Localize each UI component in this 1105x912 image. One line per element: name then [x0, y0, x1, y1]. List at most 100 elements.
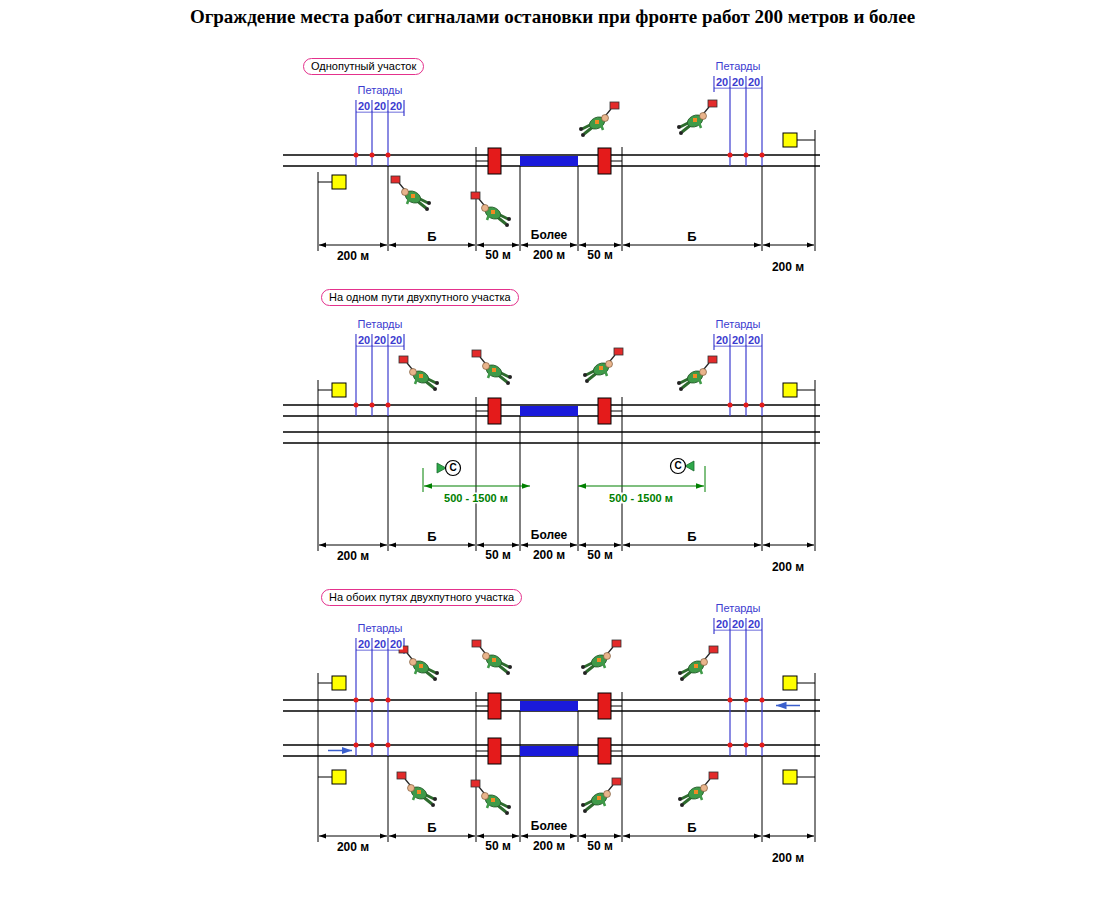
boot — [507, 805, 511, 809]
vest — [491, 798, 495, 802]
post-line — [815, 380, 816, 551]
flag-stick — [405, 779, 415, 791]
signal-stub — [611, 706, 622, 707]
red-flag — [612, 778, 621, 785]
petard-dot — [760, 403, 765, 408]
extension-line — [520, 166, 521, 251]
dimension-line — [477, 245, 519, 246]
extension-line — [520, 711, 521, 842]
red-stop-signal — [598, 693, 611, 719]
title: Ограждение места работ сигналами останов… — [190, 6, 915, 27]
flag-stick — [479, 787, 489, 799]
petard-spacing: 20 — [731, 77, 745, 88]
signal-stub — [476, 751, 488, 752]
red-flag — [709, 646, 718, 653]
dimension-label: 50 м — [484, 249, 512, 261]
boot — [435, 671, 439, 675]
boot — [435, 381, 439, 385]
extension-line — [578, 416, 579, 551]
red-stop-signal — [488, 693, 501, 719]
dimension-label: 200 м — [532, 549, 566, 561]
yellow-signal — [332, 383, 346, 397]
petard-label: Петарды — [715, 61, 762, 72]
whistle-sign — [446, 461, 461, 476]
petard-spacing: 20 — [373, 639, 387, 650]
petard-dot — [760, 743, 765, 748]
petard-dot — [728, 403, 733, 408]
flagman-figure — [581, 778, 621, 813]
head — [482, 205, 489, 212]
dimension-line — [521, 245, 577, 246]
extension-line — [622, 692, 623, 842]
whistle-pointer — [437, 463, 446, 473]
dimension-line — [623, 836, 761, 837]
boot — [506, 381, 510, 385]
boot — [680, 803, 684, 807]
arm — [602, 798, 605, 806]
petard-spacing: 20 — [731, 335, 745, 346]
dimension-label: 50 м — [484, 549, 512, 561]
whistle-letter: С — [673, 461, 682, 471]
head — [482, 793, 489, 800]
vest — [693, 118, 697, 122]
red-flag — [391, 176, 400, 183]
section-header: Однопутный участок — [303, 58, 424, 75]
flag-stick — [407, 653, 417, 665]
vest — [491, 210, 495, 214]
petard-bracket — [356, 649, 404, 650]
dimension-label: 50 м — [586, 840, 614, 852]
petard-line — [355, 638, 356, 756]
dimension-label: 200 м — [771, 561, 805, 573]
dimension-line — [319, 545, 387, 546]
dimension-line — [389, 836, 475, 837]
dimension-line — [319, 836, 387, 837]
dimension-label: Б — [686, 530, 697, 543]
boot — [677, 125, 681, 129]
head — [408, 785, 415, 792]
flagman-figure — [677, 100, 717, 135]
dimension-line — [578, 485, 704, 486]
yellow-signal — [783, 383, 797, 397]
signal-stub — [611, 161, 622, 162]
dimension-tick — [423, 468, 424, 492]
dimension-line — [477, 545, 519, 546]
signal-stub — [611, 751, 622, 752]
work-zone-bar — [520, 156, 578, 166]
petard-dot — [370, 153, 375, 158]
distance-label: 500 - 1500 м — [443, 493, 509, 504]
flag-stick — [479, 199, 489, 211]
post-line — [318, 172, 319, 251]
dimension-label: Б — [426, 530, 437, 543]
vest — [597, 796, 601, 800]
head — [700, 113, 707, 120]
dimension-line — [623, 545, 761, 546]
boot — [581, 665, 585, 669]
rail — [283, 442, 820, 444]
petard-label: Петарды — [357, 85, 404, 96]
petard-line — [761, 618, 762, 756]
red-flag — [472, 350, 481, 357]
extension-line — [762, 166, 763, 251]
extension-line — [762, 756, 763, 842]
arm — [698, 120, 701, 128]
petard-spacing: 20 — [373, 335, 387, 346]
dimension-tick — [705, 466, 706, 492]
boot — [678, 797, 682, 801]
red-stop-signal — [598, 738, 611, 764]
dimension-line — [389, 245, 475, 246]
dimension-label: Б — [426, 821, 437, 834]
vest — [417, 790, 421, 794]
red-flag — [471, 780, 480, 787]
section-header: На обоих путях двухпутного участка — [321, 589, 522, 606]
petard-dot — [728, 698, 733, 703]
dimension-line — [763, 836, 814, 837]
petard-dot — [354, 698, 359, 703]
arm — [415, 376, 418, 384]
signal-stub — [318, 182, 332, 183]
petard-spacing: 20 — [389, 335, 403, 346]
work-zone-bar — [520, 746, 578, 756]
dimension-label: 200 м — [336, 250, 370, 262]
vest — [411, 194, 415, 198]
distance-label: 500 - 1500 м — [608, 493, 674, 504]
